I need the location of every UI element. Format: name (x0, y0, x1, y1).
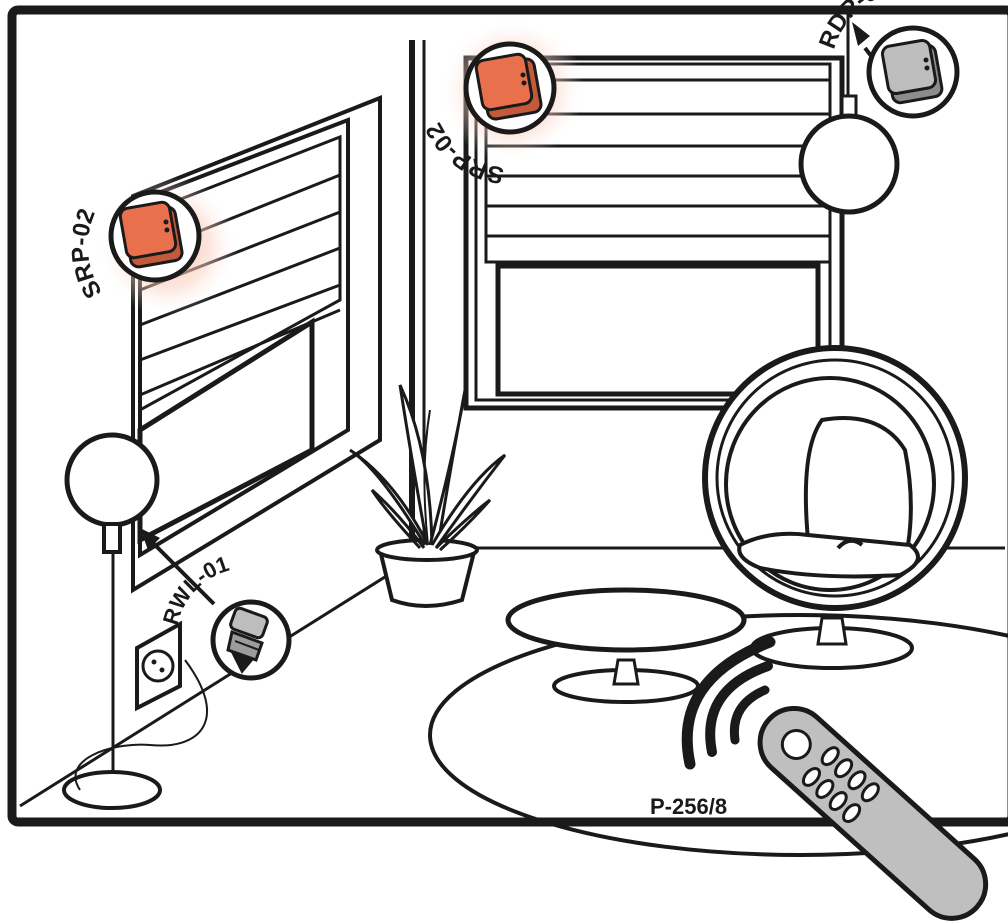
shutter-controller-icon (474, 52, 543, 121)
shutter-controller-icon (118, 200, 184, 269)
pendant-lamp (798, 94, 900, 215)
dimmer-module-icon (880, 38, 944, 105)
floor-lamp (62, 432, 208, 810)
smart-bulb-adapter-icon (226, 606, 269, 674)
remote-control-icon (757, 705, 989, 921)
wall-socket (135, 620, 182, 712)
signal-waves (681, 636, 776, 770)
potted-plant (349, 384, 507, 608)
egg-chair (702, 345, 968, 611)
remote-label: P-256/8 (650, 794, 727, 819)
remote-control[interactable]: P-256/8 (650, 694, 1000, 922)
coffee-table-large (505, 587, 747, 704)
